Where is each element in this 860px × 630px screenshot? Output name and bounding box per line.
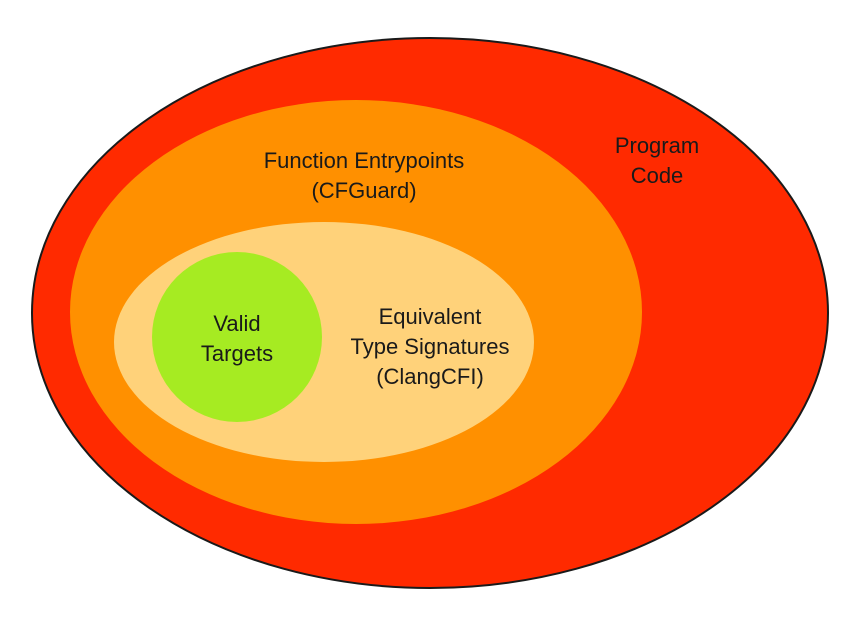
function-entrypoints-label-line-2: (CFGuard) bbox=[311, 178, 417, 203]
equivalent-type-signatures-label-line-1: Equivalent bbox=[378, 304, 482, 329]
equivalent-type-signatures-label-line-3: (ClangCFI) bbox=[376, 364, 484, 389]
program-code-label: Program Code bbox=[600, 131, 714, 191]
valid-targets-circle bbox=[152, 252, 322, 422]
program-code-label-line-1: Program bbox=[614, 133, 700, 158]
equivalent-type-signatures-label-line-2: Type Signatures bbox=[350, 334, 510, 359]
equivalent-type-signatures-label: Equivalent Type Signatures (ClangCFI) bbox=[320, 302, 540, 392]
valid-targets-label-line-1: Valid bbox=[213, 311, 261, 336]
valid-targets-label: Valid Targets bbox=[172, 309, 302, 369]
function-entrypoints-label: Function Entrypoints (CFGuard) bbox=[224, 146, 504, 206]
program-code-label-line-2: Code bbox=[630, 163, 684, 188]
valid-targets-label-line-2: Targets bbox=[200, 341, 274, 366]
function-entrypoints-label-line-1: Function Entrypoints bbox=[263, 148, 465, 173]
